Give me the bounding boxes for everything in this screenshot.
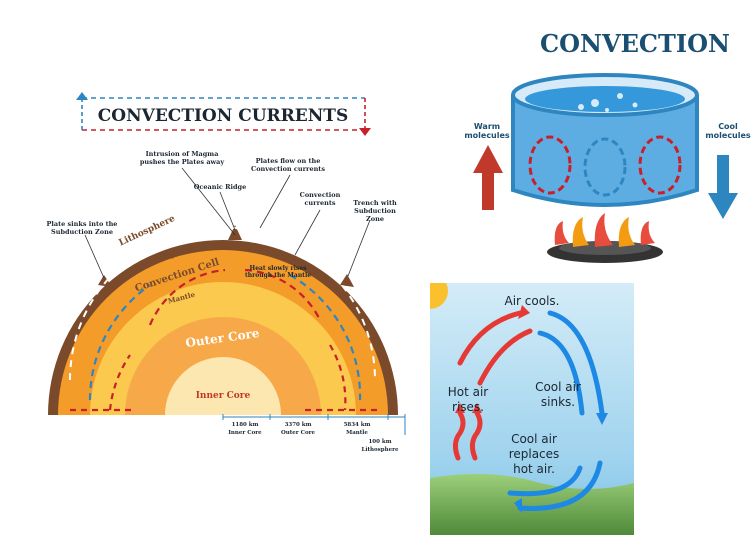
label-plate-sinks-line2: Subduction Zone — [51, 228, 113, 236]
label-intrusion-line2: pushes the Plates away — [140, 158, 224, 166]
scale-mantle-label: Mantle — [346, 430, 368, 436]
scale-inner-core-label: Inner Core — [228, 430, 262, 436]
cool-arrow-icon — [708, 155, 738, 219]
label-plate-sinks-line1: Plate sinks into the — [47, 220, 118, 228]
scale-outer-core-value: 3370 km — [285, 422, 312, 428]
label-plates-flow-line2: Convection currents — [251, 165, 325, 173]
scale-mantle-value: 5834 km — [344, 422, 371, 428]
scale-outer-core-label: Outer Core — [281, 430, 316, 436]
label-hot-air-rises-line1: Hot air — [448, 385, 489, 399]
annotation-lines — [84, 167, 371, 279]
cool-label-line2: molecules — [705, 131, 751, 140]
depth-scale — [222, 414, 406, 435]
label-convection-currents-line2: currents — [304, 199, 335, 207]
label-intrusion-line1: Intrusion of Magma — [146, 150, 220, 158]
label-heat-rises-line1: Heat slowly rises — [250, 265, 308, 272]
label-cool-air-sinks-line2: sinks. — [541, 395, 575, 409]
sun-icon — [430, 283, 448, 309]
label-trench-line1: Trench with — [353, 199, 397, 207]
burner-flame-icon — [547, 213, 663, 263]
label-heat-rises-line2: through the Mantle — [245, 272, 311, 279]
earth-convection-diagram: CONVECTION CURRENTS Intrusion of Magma p — [47, 92, 406, 453]
label-inner-core: Inner Core — [196, 391, 251, 401]
label-lithosphere: Lithosphere — [118, 214, 177, 249]
pot-convection-loops — [528, 135, 682, 197]
label-oceanic-ridge: Oceanic Ridge — [194, 183, 246, 191]
air-arrows — [452, 310, 605, 511]
label-replaces-line3: hot air. — [513, 462, 555, 476]
label-convection-currents-line1: Convection — [300, 191, 341, 199]
pot — [511, 73, 699, 207]
cool-label-line1: Cool — [718, 122, 738, 131]
label-replaces-line1: Cool air — [511, 432, 557, 446]
warm-arrow-icon — [473, 145, 503, 210]
label-replaces-line2: replaces — [509, 447, 560, 461]
label-cool-air-sinks-line1: Cool air — [535, 380, 581, 394]
label-trench-line2: Subduction — [354, 207, 396, 215]
scale-lithosphere-value: 100 km — [368, 439, 391, 445]
warm-label-line1: Warm — [474, 122, 500, 131]
title-frame — [76, 92, 371, 136]
warm-label-line2: molecules — [464, 131, 510, 140]
label-trench-line3: Zone — [366, 215, 384, 223]
pot-title: CONVECTION — [540, 29, 730, 58]
label-air-cools: Air cools. — [505, 294, 560, 308]
pot-convection-diagram: CONVECTION Warm molecules Cool molecules — [464, 29, 751, 263]
convection-arrows — [70, 268, 380, 412]
label-hot-air-rises-line2: rises. — [452, 400, 484, 414]
diagram-title: CONVECTION CURRENTS — [98, 106, 348, 126]
arrow-heads — [455, 305, 608, 513]
inner-core-layer — [165, 357, 281, 415]
air-convection-diagram: Air cools. Hot air rises. Cool air sinks… — [430, 283, 634, 535]
scale-lithosphere-label: Lithosphere — [361, 447, 399, 453]
scale-inner-core-value: 1180 km — [232, 422, 259, 428]
label-plates-flow-line1: Plates flow on the — [256, 157, 321, 165]
